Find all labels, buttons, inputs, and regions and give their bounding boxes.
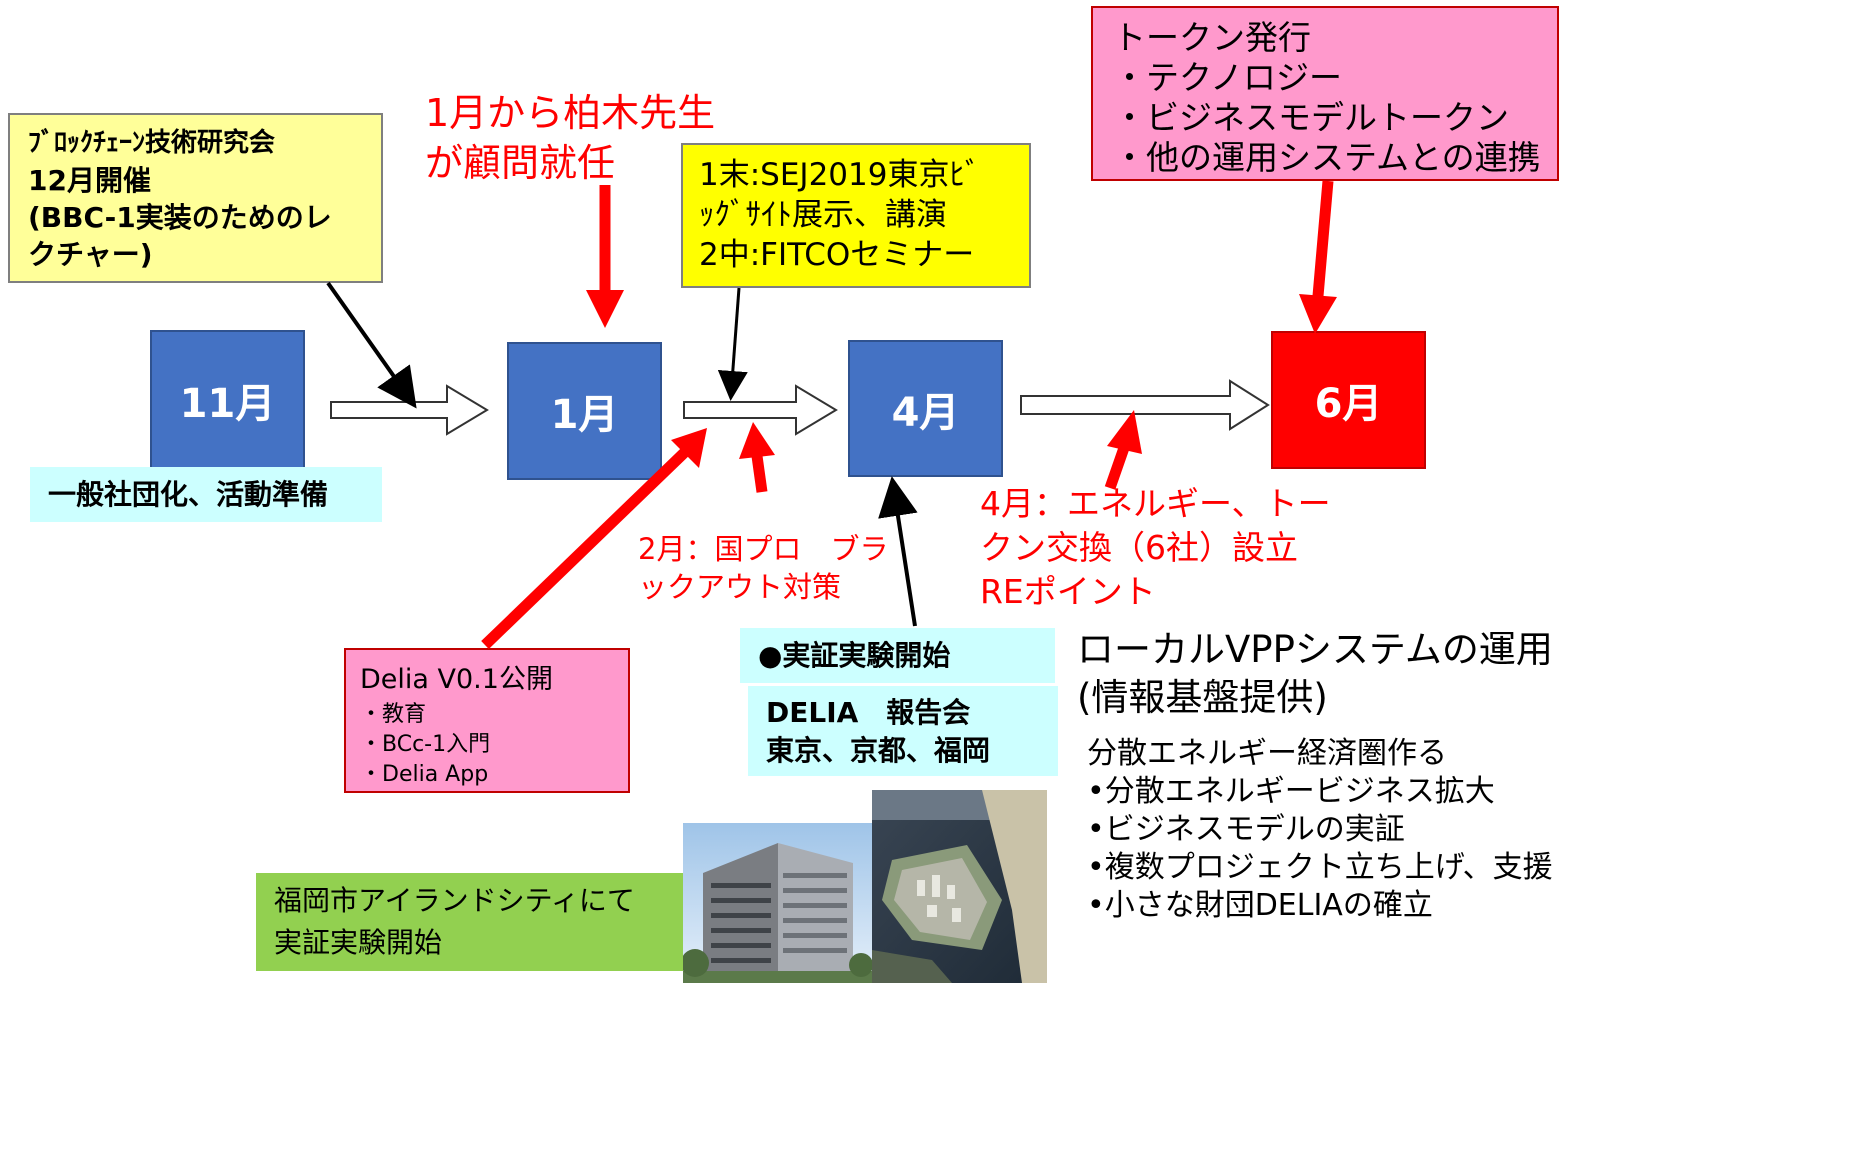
blackout-red-arrow [739,422,775,493]
vpp-item: •分散エネルギービジネス拡大 [1087,774,1495,809]
month-box-jun: 6月 [1271,331,1426,469]
research-connector [326,281,417,409]
apartment-photo [683,823,873,983]
vpp-title: ローカルVPPシステムの運用 (情報基盤提供) [1077,626,1553,722]
note-line: 実証実験開始 [274,926,443,959]
month-box-jan: 1月 [507,342,662,480]
experiment-start-note: ●実証実験開始 [740,628,1055,683]
month-box-apr: 4月 [848,340,1003,477]
note-title: Delia V0.1公開 [360,664,553,695]
note-line: 2月：国プロ ブラ [638,532,889,566]
incorporation-note: 一般社団化、活動準備 [30,467,382,522]
report-note: DELIA 報告会 東京、京都、福岡 [748,686,1058,776]
note-line: 4月：エネルギー、トー [980,484,1331,523]
vpp-list: 分散エネルギー経済圏作る •分散エネルギービジネス拡大 •ビジネスモデルの実証 … [1087,735,1553,925]
advisor-note: 1月から柏木先生 が顧問就任 [425,88,715,188]
exhibition-note: 1末:SEJ2019東京ﾋﾞ ｯｸﾞｻｲﾄ展示、講演 2中:FITCOセミナー [681,143,1031,288]
delia-red-arrow [481,428,707,649]
delia-release-note: Delia V0.1公開 ・教育 ・BCc-1入門 ・Delia App [344,648,630,793]
note-item: ・テクノロジー [1113,58,1343,97]
note-line: クチャー) [28,238,153,271]
note-title: トークン発行 [1113,18,1311,57]
vpp-item: 分散エネルギー経済圏作る [1087,736,1447,771]
exhibition-connector [717,287,748,401]
note-line: ｯｸﾞｻｲﾄ展示、講演 [699,197,947,233]
note-line: 一般社団化、活動準備 [48,478,329,511]
note-item: ・他の運用システムとの連携 [1113,138,1541,177]
island-aerial-photo [872,790,1047,983]
island-city-note: 福岡市アイランドシティにて 実証実験開始 [256,873,688,971]
month-label: 4月 [891,389,960,436]
advisor-red-arrow [586,185,624,328]
month-label: 11月 [179,381,276,427]
note-item: ・教育 [360,702,427,727]
research-note: ﾌﾞﾛｯｸﾁｪｰﾝ技術研究会 12月開催 (BBC-1実装のためのレ クチャー) [8,113,383,283]
vpp-item: •複数プロジェクト立ち上げ、支援 [1087,850,1553,885]
month-label: 1月 [550,392,619,438]
vpp-item: •小さな財団DELIAの確立 [1087,888,1433,923]
vpp-title-line: (情報基盤提供) [1077,676,1328,719]
month-box-nov: 11月 [150,330,305,470]
note-item: ・ビジネスモデルトークン [1113,98,1509,137]
blackout-note: 2月：国プロ ブラ ックアウト対策 [638,530,888,606]
note-line: 12月開催 [28,164,151,197]
note-line: ックアウト対策 [638,570,842,604]
note-line: REポイント [980,572,1156,611]
token-note: トークン発行 ・テクノロジー ・ビジネスモデルトークン ・他の運用システムとの連… [1091,6,1559,181]
token-red-arrow [1299,180,1337,334]
vpp-item: •ビジネスモデルの実証 [1087,812,1405,847]
timeline-arrow-1 [330,384,489,436]
timeline-arrow-2 [683,384,838,436]
month-label: 6月 [1314,381,1383,427]
note-line: 福岡市アイランドシティにて [274,884,635,917]
experiment-connector [878,476,918,627]
note-line: クン交換（6社）設立 [980,528,1298,567]
timeline-arrow-3 [1020,379,1270,431]
note-line: 東京、京都、福岡 [766,734,991,767]
note-line: 1月から柏木先生 [425,91,716,135]
energy-red-arrow [1104,410,1142,490]
note-line: DELIA 報告会 [766,696,971,729]
note-line: ●実証実験開始 [758,639,951,672]
vpp-title-line: ローカルVPPシステムの運用 [1077,628,1553,671]
note-item: ・Delia App [360,762,489,787]
note-item: ・BCc-1入門 [360,732,491,757]
note-line: が顧問就任 [425,141,616,185]
note-line: 1末:SEJ2019東京ﾋﾞ [699,157,981,193]
note-line: 2中:FITCOセミナー [699,237,975,273]
note-line: (BBC-1実装のためのレ [28,201,332,234]
note-line: ﾌﾞﾛｯｸﾁｪｰﾝ技術研究会 [28,128,276,158]
energy-exchange-note: 4月：エネルギー、トー クン交換（6社）設立 REポイント [980,482,1331,614]
